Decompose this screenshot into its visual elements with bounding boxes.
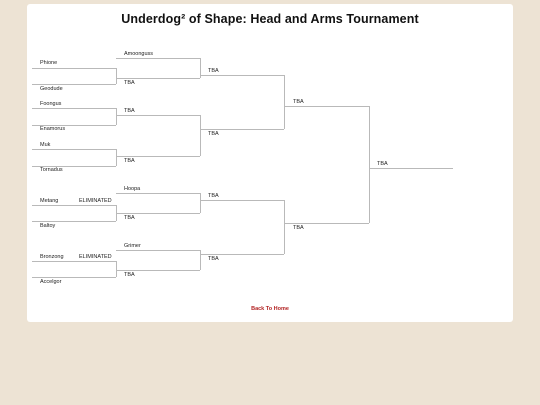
r4-top-name: TBA bbox=[293, 99, 304, 105]
r3-m1-top-line bbox=[200, 75, 284, 76]
r1-m5-connector bbox=[116, 261, 117, 277]
r4-connector bbox=[369, 106, 370, 223]
r1-m2-connector bbox=[116, 108, 117, 125]
r1-m2-bottom-name: Enamorus bbox=[40, 126, 66, 132]
r2-m4-connector bbox=[200, 250, 201, 270]
r1-m1-connector bbox=[116, 68, 117, 84]
r2-m2-bottom-name: TBA bbox=[124, 158, 135, 164]
r4-bottom-name: TBA bbox=[293, 225, 304, 231]
r1-m5-top-status: ELIMINATED bbox=[79, 254, 112, 260]
r3-m1-connector bbox=[284, 75, 285, 129]
r1-m2-top-line bbox=[32, 108, 116, 109]
r1-m3-top-name: Muk bbox=[40, 142, 51, 148]
r1-m5-bottom-line bbox=[32, 277, 116, 278]
r3-m2-bottom-name: TBA bbox=[208, 256, 219, 262]
r1-m4-top-status: ELIMINATED bbox=[79, 198, 112, 204]
r1-m1-top-name: Phione bbox=[40, 60, 58, 66]
r2-m3-top-name: Hoopa bbox=[124, 186, 141, 192]
r1-m3-connector bbox=[116, 149, 117, 166]
r2-m2-connector bbox=[200, 115, 201, 156]
r3-m2-bottom-line bbox=[200, 254, 284, 255]
r2-m1-connector bbox=[200, 58, 201, 78]
r1-m5-top-name: Bronzong bbox=[40, 254, 64, 260]
r3-m2-top-line bbox=[200, 200, 284, 201]
final-winner-line bbox=[369, 168, 453, 169]
r4-bottom-line bbox=[284, 223, 369, 224]
r2-m3-connector bbox=[200, 193, 201, 213]
r3-m2-connector bbox=[284, 200, 285, 254]
r4-top-line bbox=[284, 106, 369, 107]
r1-m3-bottom-name: Tornadus bbox=[40, 167, 63, 173]
r1-m4-top-name: Metang bbox=[40, 198, 59, 204]
r2-m4-bottom-line bbox=[116, 270, 200, 271]
r2-m2-top-name: TBA bbox=[124, 108, 135, 114]
r2-m3-bottom-name: TBA bbox=[124, 215, 135, 221]
r2-m1-bottom-name: TBA bbox=[124, 80, 135, 86]
r3-m1-top-name: TBA bbox=[208, 68, 219, 74]
r2-m1-top-line bbox=[116, 58, 200, 59]
r2-m1-top-name: Amoonguss bbox=[124, 51, 154, 57]
r1-m5-top-line bbox=[32, 261, 116, 262]
r1-m3-top-line bbox=[32, 149, 116, 150]
r2-m1-bottom-line bbox=[116, 78, 200, 79]
r2-m4-top-name: Grimer bbox=[124, 243, 141, 249]
r1-m5-bottom-name: Accelgor bbox=[40, 279, 62, 285]
r3-m2-top-name: TBA bbox=[208, 193, 219, 199]
r1-m1-bottom-name: Geodude bbox=[40, 86, 63, 92]
r1-m4-bottom-name: Baltoy bbox=[40, 223, 56, 229]
r2-m2-top-line bbox=[116, 115, 200, 116]
r3-m1-bottom-line bbox=[200, 129, 284, 130]
r2-m2-bottom-line bbox=[116, 156, 200, 157]
r1-m4-top-line bbox=[32, 205, 116, 206]
content-panel bbox=[27, 4, 513, 322]
final-winner-name: TBA bbox=[377, 161, 388, 167]
r2-m3-top-line bbox=[116, 193, 200, 194]
r1-m3-bottom-line bbox=[32, 166, 116, 167]
r1-m1-bottom-line bbox=[32, 84, 116, 85]
r2-m3-bottom-line bbox=[116, 213, 200, 214]
r1-m4-bottom-line bbox=[32, 221, 116, 222]
r1-m2-bottom-line bbox=[32, 125, 116, 126]
r2-m4-bottom-name: TBA bbox=[124, 272, 135, 278]
r2-m4-top-line bbox=[116, 250, 200, 251]
r3-m1-bottom-name: TBA bbox=[208, 131, 219, 137]
page-title: Underdog² of Shape: Head and Arms Tourna… bbox=[121, 12, 419, 26]
r1-m2-top-name: Foongus bbox=[40, 101, 62, 107]
r1-m1-top-line bbox=[32, 68, 116, 69]
back-to-home-link[interactable]: Back To Home bbox=[251, 306, 289, 312]
